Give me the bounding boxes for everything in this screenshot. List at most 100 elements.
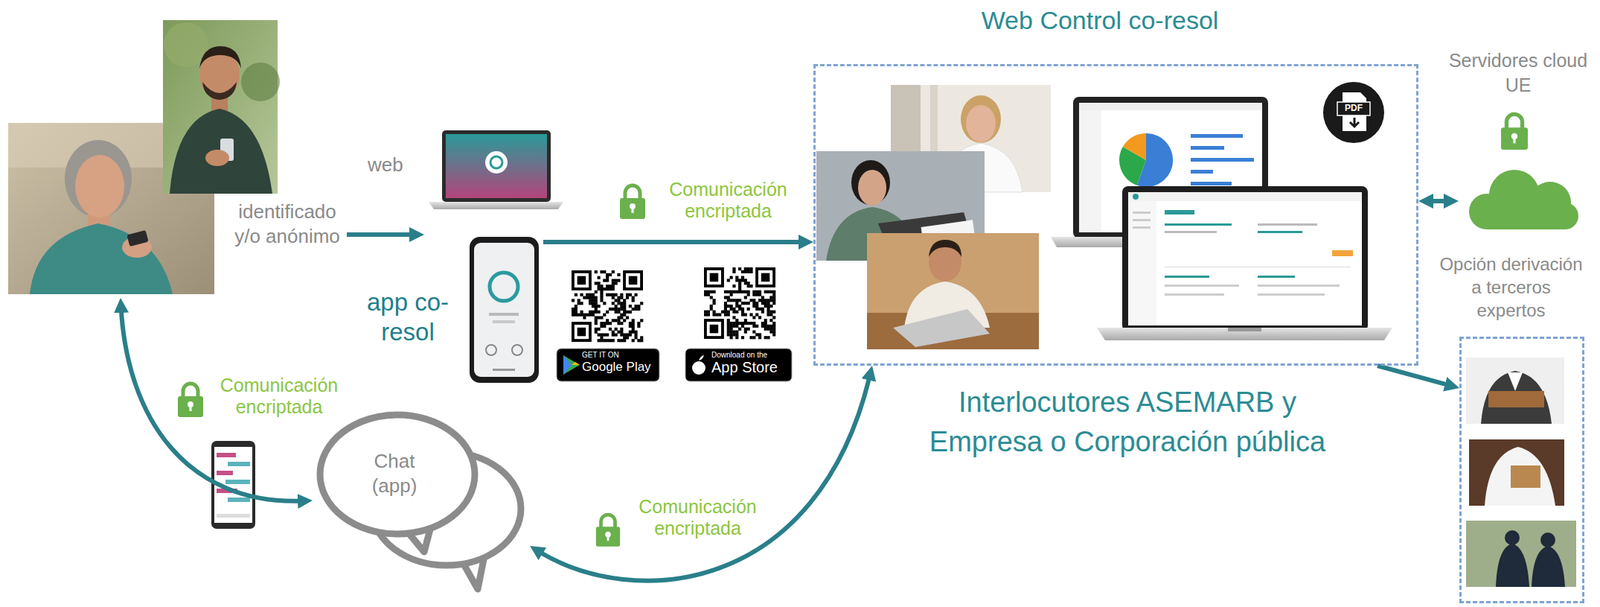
qr-module bbox=[619, 313, 623, 317]
qr-module bbox=[608, 284, 612, 288]
qr-module bbox=[741, 290, 745, 294]
qr-module bbox=[614, 279, 618, 283]
phone-app bbox=[492, 368, 515, 371]
expert-photo bbox=[1504, 529, 1520, 545]
cloud-icon bbox=[1486, 208, 1566, 230]
qr-module bbox=[611, 287, 615, 291]
qr-module bbox=[752, 290, 756, 294]
laptop-case-view bbox=[1164, 209, 1195, 215]
qr-module bbox=[640, 335, 643, 339]
qr-module bbox=[582, 313, 586, 317]
qr-module bbox=[724, 304, 728, 308]
qr-module bbox=[619, 304, 623, 308]
control-panel: Web Control co-resolInterlocutores ASEMA… bbox=[813, 64, 1419, 366]
qr-module bbox=[631, 318, 635, 322]
qr-module bbox=[597, 304, 601, 308]
qr-module bbox=[594, 301, 598, 305]
phone-chat bbox=[227, 497, 251, 502]
qr-module bbox=[605, 284, 609, 288]
qr-module bbox=[769, 324, 773, 328]
laptop-dashboard bbox=[1190, 181, 1232, 186]
qr-module bbox=[637, 307, 640, 311]
qr-module bbox=[582, 296, 586, 300]
qr-module bbox=[724, 307, 728, 311]
qr-module bbox=[744, 318, 748, 322]
qr-module bbox=[747, 301, 751, 305]
staff-photo bbox=[858, 169, 887, 206]
phone-app bbox=[489, 272, 518, 301]
qr-module bbox=[611, 330, 615, 334]
qr-module bbox=[755, 293, 759, 297]
qr-module bbox=[637, 321, 640, 325]
qr-module bbox=[599, 287, 603, 291]
qr-module bbox=[605, 276, 609, 280]
qr-module bbox=[732, 315, 736, 319]
qr-module bbox=[747, 293, 751, 297]
qr-module bbox=[738, 327, 742, 331]
qr-module bbox=[706, 293, 710, 297]
qr-module bbox=[741, 321, 745, 325]
qr-background bbox=[571, 270, 643, 342]
connector bbox=[1377, 365, 1452, 386]
qr-finder bbox=[704, 318, 725, 339]
qr-module bbox=[747, 290, 751, 294]
qr-module bbox=[752, 304, 756, 308]
qr-module bbox=[769, 318, 773, 322]
qr-module bbox=[616, 301, 620, 305]
qr-module bbox=[755, 324, 759, 328]
laptop-case-view bbox=[1227, 327, 1262, 332]
qr-module bbox=[727, 321, 731, 325]
qr-module bbox=[718, 312, 722, 316]
connector bbox=[346, 232, 417, 237]
qr-module bbox=[594, 290, 598, 294]
phone-app bbox=[485, 344, 497, 355]
staff-photo bbox=[866, 232, 1039, 350]
qr-module bbox=[637, 324, 640, 328]
qr-module bbox=[585, 296, 589, 300]
qr-module bbox=[628, 324, 632, 328]
qr-module bbox=[735, 321, 739, 325]
laptop-dashboard bbox=[1190, 169, 1214, 174]
qr-module bbox=[591, 313, 595, 317]
laptop-case-view bbox=[1132, 193, 1139, 200]
qr-module bbox=[744, 270, 748, 274]
laptop-case-view bbox=[1122, 186, 1368, 332]
qr-module bbox=[741, 324, 745, 328]
qr-module bbox=[611, 301, 615, 305]
qr-module bbox=[727, 312, 731, 316]
user-photo-man bbox=[202, 81, 237, 100]
qr-module bbox=[741, 270, 745, 274]
qr-module bbox=[611, 293, 615, 297]
laptop-case-view bbox=[1096, 186, 1393, 341]
padlock-icon bbox=[596, 514, 620, 547]
qr-module bbox=[772, 321, 776, 325]
qr-module bbox=[761, 307, 765, 311]
padlock-icon bbox=[619, 185, 646, 219]
qr-module bbox=[730, 321, 734, 325]
laptop-case-view bbox=[1132, 218, 1151, 222]
qr-module bbox=[747, 327, 751, 331]
qr-module bbox=[608, 273, 612, 277]
qr-module bbox=[727, 324, 731, 328]
qr-module bbox=[588, 313, 592, 317]
qr-module bbox=[574, 307, 578, 311]
qr-module bbox=[574, 293, 578, 297]
qr-module bbox=[616, 296, 620, 300]
qr-module bbox=[758, 290, 762, 294]
qr-module bbox=[772, 298, 776, 302]
qr-module bbox=[616, 273, 620, 277]
expert-photo bbox=[1510, 465, 1541, 488]
qr-module bbox=[752, 321, 756, 325]
panel-title: Web Control co-resol bbox=[943, 5, 1257, 36]
phone-chat bbox=[216, 513, 251, 518]
qr-module bbox=[755, 304, 759, 308]
qr-module bbox=[614, 310, 618, 314]
experts-label: Opción derivación a terceros expertos bbox=[1434, 252, 1588, 323]
qr-module bbox=[761, 321, 765, 325]
qr-module bbox=[599, 332, 603, 336]
qr-module bbox=[608, 307, 612, 311]
qr-finder bbox=[574, 273, 589, 288]
expert-photo bbox=[1507, 372, 1523, 391]
qr-background bbox=[704, 267, 776, 339]
qr-module bbox=[616, 310, 620, 314]
